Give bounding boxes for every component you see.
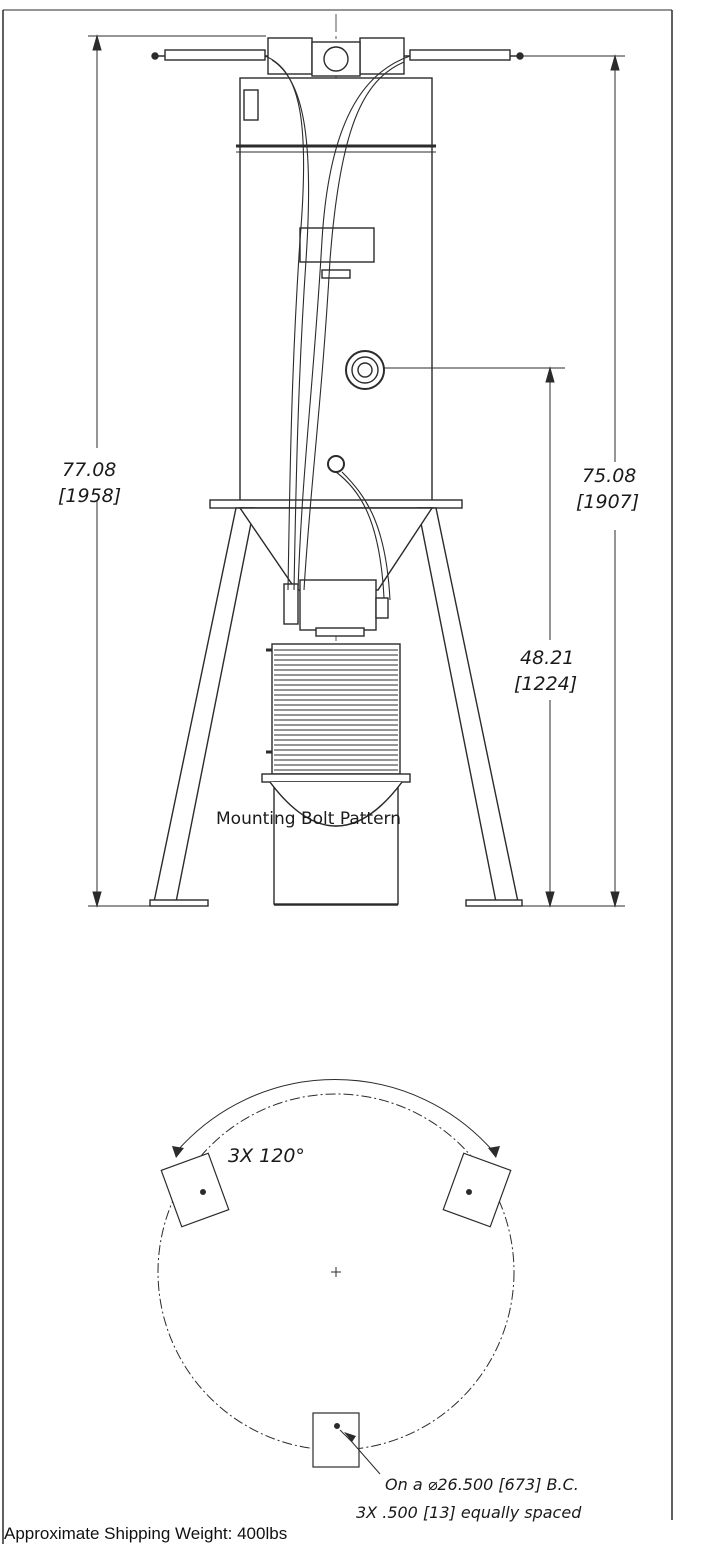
bolt-pad-right <box>442 1152 512 1228</box>
collection-bowl <box>261 773 411 906</box>
inlet-port <box>345 350 565 390</box>
overall-height-value: 77.08 <box>62 459 116 481</box>
wire-bundle <box>264 55 411 601</box>
heater-coil <box>266 643 401 775</box>
leg-height-value: 75.08 <box>582 465 636 487</box>
leg-height-metric: [1907] <box>576 491 639 513</box>
junction-box <box>283 455 389 637</box>
dimension-lines <box>88 34 625 908</box>
bolt-pattern-title: Mounting Bolt Pattern <box>216 809 401 829</box>
page-frame <box>2 9 673 1544</box>
overall-height-metric: [1958] <box>58 485 121 507</box>
bolt-note-line1: On a ⌀26.500 [673] B.C. <box>385 1475 579 1494</box>
angle-arc <box>177 1078 493 1151</box>
inlet-height-value: 48.21 <box>520 647 574 669</box>
vessel-body <box>236 77 436 503</box>
inlet-height-metric: [1224] <box>514 673 577 695</box>
top-manifold <box>151 37 524 77</box>
shipping-weight: Approximate Shipping Weight: 400lbs <box>4 1524 288 1543</box>
support-frame <box>149 499 523 907</box>
bolt-pad-left <box>160 1152 230 1228</box>
bolt-pattern-view <box>157 1078 515 1475</box>
angle-label: 3X 120° <box>228 1145 305 1167</box>
bolt-note-line2: 3X .500 [13] equally spaced <box>356 1503 582 1522</box>
elevation-view <box>149 37 565 907</box>
hopper-cone <box>238 507 434 591</box>
